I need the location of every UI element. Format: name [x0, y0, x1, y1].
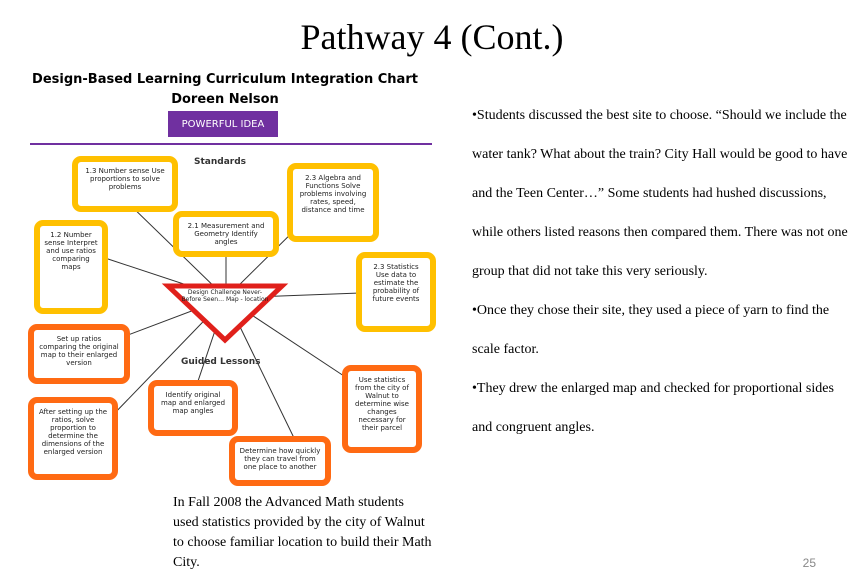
bullet-text: Once they chose their site, they used a …	[472, 303, 830, 357]
standards-label: Standards	[194, 157, 247, 167]
lesson-node: Determine how quickly they can travel fr…	[229, 436, 331, 486]
lesson-node: Use statistics from the city of Walnut t…	[342, 365, 422, 453]
bullet-list: •Students discussed the best site to cho…	[472, 96, 856, 447]
footer-paragraph: In Fall 2008 the Advanced Math students …	[173, 495, 432, 570]
lesson-node: After setting up the ratios, solve propo…	[28, 397, 118, 480]
bullet-text: They drew the enlarged map and checked f…	[472, 381, 834, 435]
standard-node: 1.3 Number sense Use proportions to solv…	[72, 156, 178, 212]
standard-node: 2.3 Statistics Use data to estimate the …	[356, 252, 436, 332]
bullet-text: Students discussed the best site to choo…	[472, 108, 848, 279]
lesson-node: Set up ratios comparing the original map…	[28, 324, 130, 384]
divider-line	[30, 143, 432, 145]
bullet-item: •They drew the enlarged map and checked …	[472, 381, 834, 435]
chart-title: Design-Based Learning Curriculum Integra…	[30, 70, 420, 110]
guided-lessons-label: Guided Lessons	[181, 357, 261, 367]
powerful-idea-banner: POWERFUL IDEA	[168, 111, 278, 137]
bullet-item: •Once they chose their site, they used a…	[472, 303, 830, 357]
standard-node: 2.1 Measurement and Geometry Identify an…	[173, 211, 279, 257]
chart-title-line1: Design-Based Learning Curriculum Integra…	[32, 72, 418, 87]
standard-node: 1.2 Number sense Interpret and use ratio…	[34, 220, 108, 314]
bullet-item: •Students discussed the best site to cho…	[472, 108, 848, 279]
standard-node: 2.3 Algebra and Functions Solve problems…	[287, 163, 379, 242]
slide-title: Pathway 4 (Cont.)	[300, 17, 564, 57]
chart-author: Doreen Nelson	[171, 92, 279, 107]
design-challenge-triangle	[161, 283, 289, 344]
lesson-node: Identify original map and enlarged map a…	[148, 380, 238, 436]
page-number: 25	[802, 556, 816, 570]
design-challenge-label: Design Challenge Never-Before Seen… Map …	[181, 289, 269, 303]
